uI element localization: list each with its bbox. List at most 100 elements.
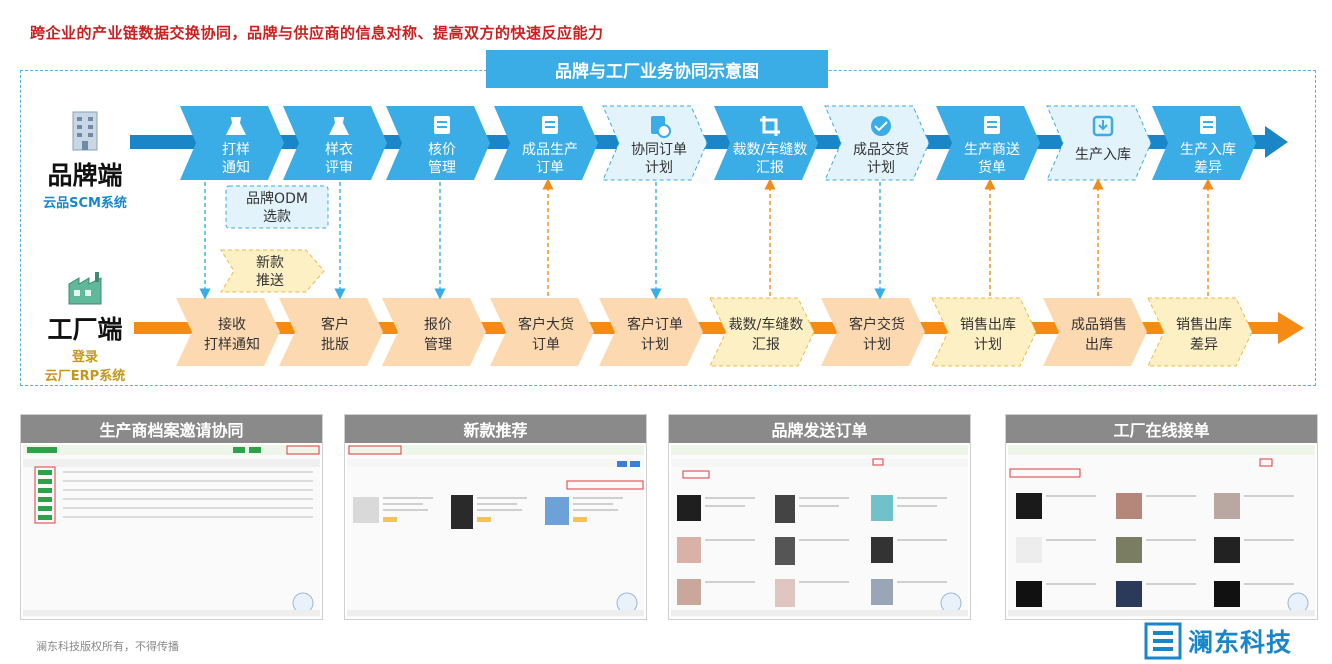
brand-step-line1: 打样 — [222, 141, 250, 158]
document-icon — [434, 116, 450, 134]
factory-step-line2: 计划 — [641, 337, 669, 353]
diagram-title: 品牌与工厂业务协同示意图 — [486, 50, 828, 88]
factory-step-line1: 接收 — [218, 316, 246, 333]
brand-step-line1: 成品生产 — [522, 142, 578, 158]
factory-step-line2: 汇报 — [752, 337, 780, 353]
screenshot-mock — [1008, 445, 1315, 617]
crop-icon — [760, 116, 780, 136]
panel-new-style: 新款推荐 — [344, 414, 647, 620]
factory-step-line1: 销售出库 — [960, 317, 1016, 333]
brand-lane-subtitle: 云品SCM系统 — [43, 196, 127, 211]
document-icon — [542, 116, 558, 134]
mock-table — [23, 445, 320, 616]
building-icon — [72, 111, 98, 151]
new-push-line1: 新款 — [256, 255, 284, 271]
factory-step-line1: 客户大货 — [518, 316, 574, 333]
factory-step-line1: 裁数/车缝数 — [729, 316, 804, 333]
factory-step-line2: 计划 — [974, 337, 1002, 353]
inbox-icon — [1092, 115, 1114, 137]
factory-step-line1: 客户 — [321, 316, 349, 333]
brand-step-9: 生产入库 — [1046, 105, 1152, 181]
flow-diagram: 打样通知样衣评审核价管理成品生产订单协同订单计划裁数/车缝数汇报成品交货计划生产… — [130, 105, 1304, 367]
copyright: 澜东科技版权所有，不得传播 — [36, 640, 179, 653]
screenshot-mock — [23, 445, 320, 617]
handshake-icon — [871, 116, 891, 136]
mock-products — [347, 445, 644, 616]
brand-lane-title: 品牌端 — [47, 161, 123, 190]
dress-icon — [329, 117, 349, 135]
brand-step-line2: 通知 — [222, 159, 250, 176]
logo-text: 澜东科技 — [1188, 628, 1293, 657]
panel-title: 生产商档案邀请协同 — [21, 415, 322, 443]
clock-document-icon — [651, 116, 671, 138]
panel-title: 品牌发送订单 — [669, 415, 970, 443]
brand-step-line1: 生产入库 — [1075, 147, 1131, 163]
brand-step-line1: 样衣 — [325, 142, 353, 158]
brand-step-line1: 生产入库 — [1180, 142, 1236, 158]
factory-step-line2: 打样通知 — [204, 336, 260, 353]
brand-step-line2: 货单 — [978, 159, 1006, 176]
brand-step-line1: 核价 — [428, 142, 456, 158]
brand-band — [130, 126, 1288, 158]
panel-title: 工厂在线接单 — [1006, 415, 1317, 443]
new-push-line2: 推送 — [256, 273, 284, 289]
check-document-icon — [1200, 116, 1216, 134]
factory-step-line1: 销售出库 — [1176, 317, 1232, 333]
logo-icon — [1144, 622, 1182, 660]
factory-step-line2: 订单 — [532, 337, 560, 353]
brand-step-line2: 评审 — [325, 160, 353, 176]
factory-step-line2: 计划 — [863, 337, 891, 353]
brand-step-line1: 成品交货 — [853, 141, 909, 158]
panel-brand-order: 品牌发送订单 — [668, 414, 971, 620]
odm-line2: 选款 — [263, 209, 291, 225]
brand-step-line2: 计划 — [645, 160, 673, 176]
factory-step-line1: 客户订单 — [627, 316, 683, 333]
factory-step-line1: 成品销售 — [1071, 317, 1127, 333]
factory-step-line1: 客户交货 — [849, 316, 905, 333]
mock-accept — [1008, 445, 1315, 616]
factory-step-line2: 管理 — [424, 337, 452, 353]
document-icon — [984, 116, 1000, 134]
headline: 跨企业的产业链数据交换协同，品牌与供应商的信息对称、提高双方的快速反应能力 — [30, 24, 604, 42]
dress-icon — [226, 117, 246, 135]
brand-step-line2: 汇报 — [756, 160, 784, 176]
brand-step-line2: 计划 — [867, 160, 895, 176]
screenshot-mock — [347, 445, 644, 617]
panel-title: 新款推荐 — [345, 415, 646, 443]
brand-step-1: 打样通知 — [180, 106, 284, 180]
factory-step-line2: 差异 — [1190, 337, 1218, 353]
brand-step-line1: 协同订单 — [631, 142, 687, 158]
new-push-box — [220, 249, 325, 293]
factory-icon — [68, 272, 102, 305]
brand-step-line1: 生产商送 — [964, 142, 1020, 158]
factory-step-line2: 批版 — [321, 337, 349, 353]
panel-supplier-invite: 生产商档案邀请协同 — [20, 414, 323, 620]
mock-orders — [671, 445, 968, 616]
factory-step-line2: 出库 — [1085, 337, 1113, 353]
factory-step-line1: 报价 — [424, 317, 452, 333]
brand-step-line2: 订单 — [536, 160, 564, 176]
company-logo: 澜东科技 — [1144, 620, 1292, 662]
brand-step-line2: 管理 — [428, 160, 456, 176]
factory-lane-title: 工厂端 — [47, 315, 123, 344]
screenshot-mock — [671, 445, 968, 617]
brand-lane-label: 品牌端 云品SCM系统 — [30, 108, 140, 211]
factory-band — [134, 312, 1304, 344]
brand-step-line1: 裁数/车缝数 — [733, 141, 808, 158]
